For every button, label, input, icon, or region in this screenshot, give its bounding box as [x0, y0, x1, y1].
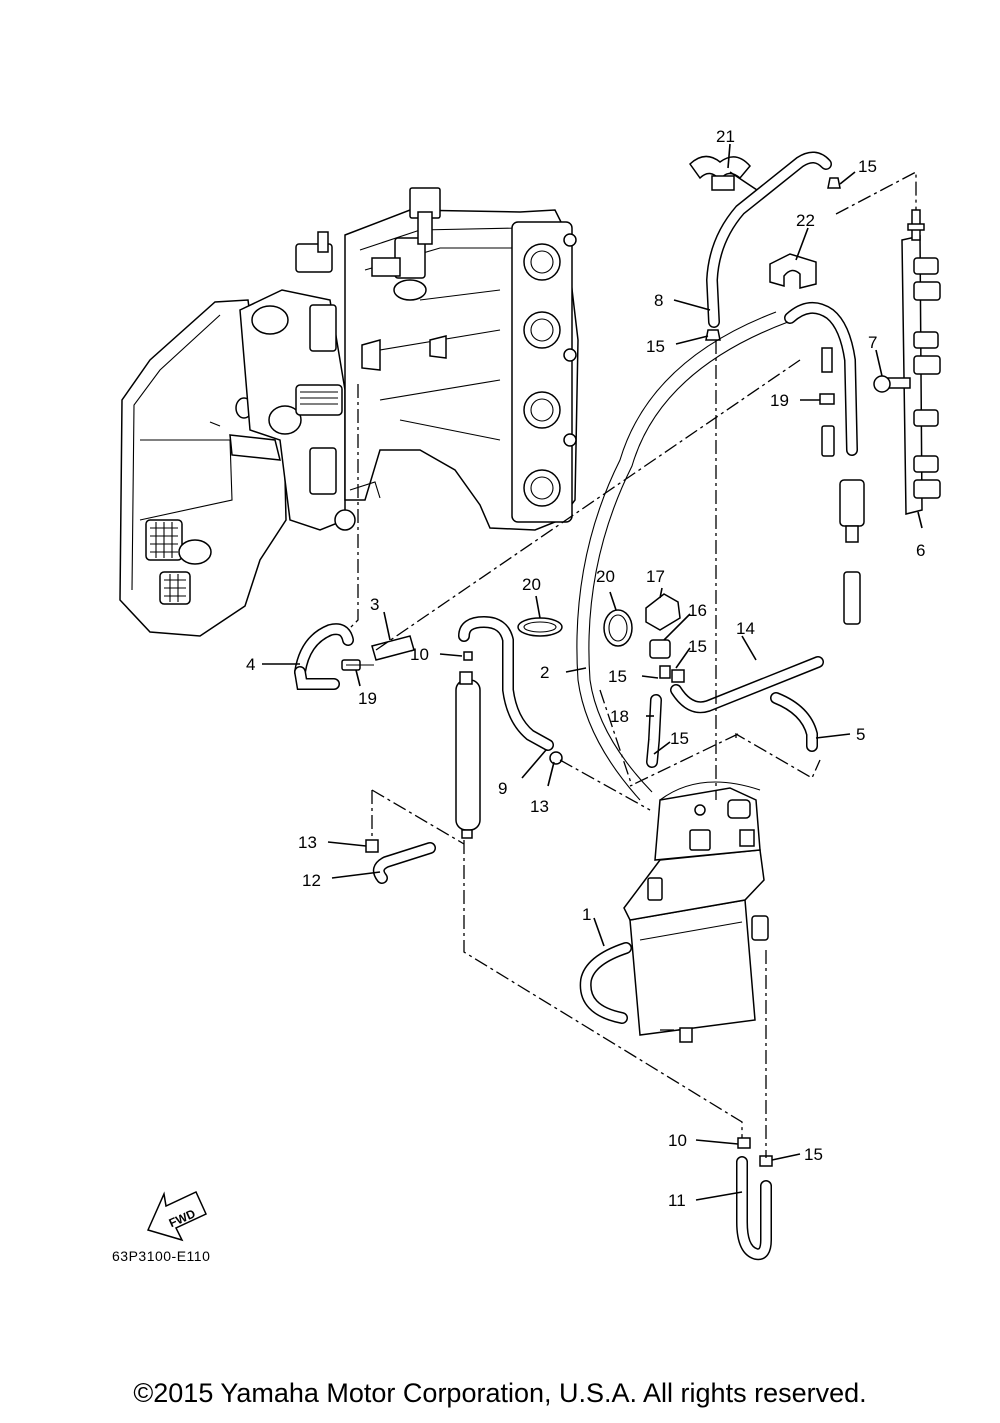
callout-13-left: 13 [298, 833, 317, 852]
callout-4: 4 [246, 655, 255, 674]
hose-14 [670, 656, 824, 714]
callout-16: 16 [688, 601, 707, 620]
callout-20-right: 20 [596, 567, 615, 586]
callout-21: 21 [716, 127, 735, 146]
callout-5: 5 [856, 725, 865, 744]
callout-8: 8 [654, 291, 663, 310]
callout-12: 12 [302, 871, 321, 890]
fuel-filter-area [784, 302, 865, 625]
callout-14: 14 [736, 619, 755, 638]
callout-7: 7 [868, 333, 877, 352]
callout-9: 9 [498, 779, 507, 798]
callout-19-left: 19 [358, 689, 377, 708]
hose-1 [579, 942, 632, 1024]
hose-12 [365, 839, 436, 884]
vapor-separator-tank [623, 781, 769, 1043]
callout-1: 1 [582, 905, 591, 924]
hose-5 [770, 692, 818, 752]
fittings-3-4-19 [294, 623, 415, 690]
callout-15-top-left: 15 [646, 337, 665, 356]
callout-15-mid-lower: 15 [670, 729, 689, 748]
fuel-rail-6 [873, 209, 941, 515]
callout-15-mid-right: 15 [688, 637, 707, 656]
callout-10-lower: 10 [668, 1131, 687, 1150]
callout-6: 6 [916, 541, 925, 560]
callout-15-mid-left: 15 [608, 667, 627, 686]
callout-2: 2 [540, 663, 549, 682]
copyright-notice: ©2015 Yamaha Motor Corporation, U.S.A. A… [133, 1378, 867, 1408]
callout-20-left: 20 [522, 575, 541, 594]
hose-clip-15-top [705, 177, 841, 341]
hose-clamp-21 [689, 155, 761, 193]
assembly-guide-lines [347, 170, 917, 1158]
callout-22: 22 [796, 211, 815, 230]
callout-10-upper: 10 [410, 645, 429, 664]
leader-lines [262, 143, 923, 1201]
hose-18 [646, 694, 662, 768]
callout-15-bottom: 15 [804, 1145, 823, 1164]
hose-2 [576, 311, 789, 801]
callout-18: 18 [610, 707, 629, 726]
callout-3: 3 [370, 595, 379, 614]
callout-13-right: 13 [530, 797, 549, 816]
callout-11: 11 [668, 1191, 686, 1210]
diagram-code: 63P3100-E110 [112, 1248, 211, 1264]
fuel-cooler [455, 651, 481, 839]
callout-15-top-right: 15 [858, 157, 877, 176]
fittings-15-16-17 [645, 593, 685, 683]
hose-9 [458, 615, 563, 765]
callout-19-right: 19 [770, 391, 789, 410]
hose-clamp-22 [769, 253, 817, 289]
hose-11 [736, 1137, 773, 1261]
vent-hose-8 [705, 151, 832, 328]
intake-manifold-assembly [119, 187, 579, 637]
clamp-20 [517, 609, 633, 647]
callout-numbers: 21 15 22 8 15 7 19 6 3 4 19 10 20 20 17 … [246, 127, 925, 1210]
forward-direction-arrow: FWD [146, 1191, 207, 1242]
callout-17: 17 [646, 567, 665, 586]
